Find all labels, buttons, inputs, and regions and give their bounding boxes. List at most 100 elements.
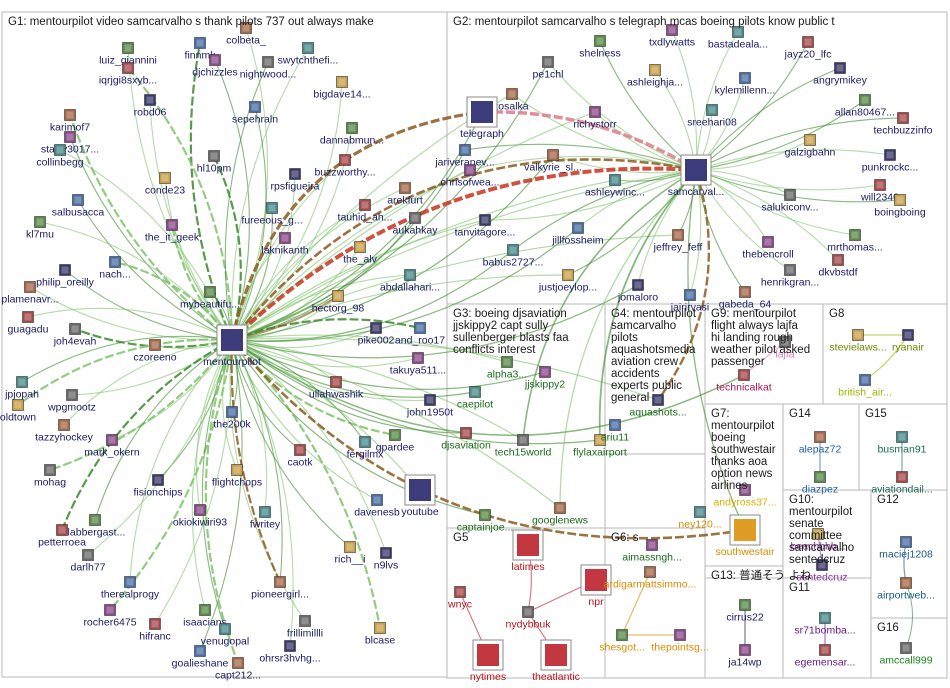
node-henrikgran[interactable]: henrikgran... — [761, 264, 819, 289]
node-djsaviation[interactable]: djsaviation — [441, 427, 491, 452]
node-swytchthefi[interactable]: swytchthefi... — [278, 42, 339, 67]
node-capt212[interactable]: capt212... — [215, 657, 261, 682]
node-sepehraln[interactable]: sepehraln — [232, 101, 278, 126]
node-starry3017[interactable]: starry3017... — [41, 131, 99, 156]
node-fwritey[interactable]: fwritey — [250, 506, 281, 531]
node-flylaxairport[interactable]: flylaxairport — [573, 434, 627, 459]
node-aukahkay[interactable]: aukahkay — [393, 212, 439, 237]
node-diazpez[interactable]: diazpez — [802, 471, 838, 496]
node-laknikanth[interactable]: laknikanth — [261, 232, 309, 257]
node-nach[interactable]: nach... — [99, 256, 131, 281]
node-jomaloro[interactable]: jomaloro — [617, 279, 658, 304]
node-rich_i[interactable]: rich__i — [335, 541, 366, 566]
node-telegraph[interactable]: telegraph — [460, 96, 504, 140]
node-arekfurt[interactable]: arekfurt — [387, 182, 423, 207]
node-therealprogy[interactable]: therealprogy — [101, 576, 160, 601]
node-sr71bomba[interactable]: sr71bomba... — [794, 612, 856, 637]
node-mybeautifu[interactable]: mybeautifu... — [180, 286, 240, 311]
node-the_it_geek[interactable]: the_it_geek — [145, 219, 200, 244]
node-amccall999[interactable]: amccall999 — [879, 642, 933, 667]
node-mohag[interactable]: mohag — [34, 464, 66, 489]
node-thepointsg[interactable]: thepointsg... — [651, 629, 709, 654]
node-npr[interactable]: npr — [580, 564, 612, 608]
node-richystorr[interactable]: richystorr — [573, 106, 617, 131]
node-hl10pm[interactable]: hl10pm — [197, 150, 232, 175]
node-the200k[interactable]: the200k — [213, 406, 251, 431]
node-ashleighja[interactable]: ashleighja... — [627, 64, 683, 89]
node-valkyrie_sl[interactable]: valkyrie_sl... — [524, 149, 582, 174]
node-hifranc[interactable]: hifranc — [139, 618, 171, 643]
node-conde23[interactable]: conde23 — [145, 172, 185, 197]
node-gabeda_64[interactable]: gabeda_64 — [719, 286, 772, 311]
node-nightwood[interactable]: nightwood... — [240, 56, 297, 81]
node-airportweb[interactable]: airportweb... — [877, 577, 935, 602]
node-okiokiwiri93[interactable]: okiokiwiri93 — [173, 504, 227, 529]
node-cirrus22[interactable]: cirrus22 — [726, 599, 764, 624]
node-buzzworthy[interactable]: buzzworthy... — [314, 154, 376, 179]
node-frillimilli[interactable]: frillimillli — [287, 615, 323, 640]
node-darlh77[interactable]: darlh77 — [70, 549, 106, 574]
node-maciej1208[interactable]: maciej1208 — [879, 536, 933, 561]
node-kl7mu[interactable]: kl7mu — [26, 216, 54, 241]
node-tazzyhockey[interactable]: tazzyhockey — [35, 419, 94, 444]
node-kylemillenn[interactable]: kylemillenn... — [715, 72, 776, 97]
node-guagadu[interactable]: guagadu — [8, 311, 49, 336]
node-bigdave14[interactable]: bigdave14... — [313, 76, 371, 101]
node-british_air[interactable]: british_air... — [838, 374, 892, 399]
node-joh4evah[interactable]: joh4evah — [53, 323, 97, 348]
node-caotk[interactable]: caotk — [287, 444, 313, 469]
node-justjoeylop[interactable]: justjoeylop... — [538, 269, 597, 294]
node-davenesb[interactable]: davenesb — [354, 494, 400, 519]
node-n9lvs[interactable]: n9lvs — [374, 547, 399, 572]
node-ney120[interactable]: ney120... — [678, 506, 722, 531]
node-mark_okern[interactable]: mark_okern — [84, 434, 140, 459]
node-blcase[interactable]: blcase — [365, 622, 396, 647]
node-punkrockc[interactable]: punkrockc... — [862, 149, 919, 174]
node-goalieshane[interactable]: goalieshane — [172, 645, 229, 670]
node-thebencroll[interactable]: thebencroll — [742, 236, 794, 261]
node-nytimes[interactable]: nytimes — [470, 639, 506, 683]
node-ohrsr3hvhg[interactable]: ohrsr3hvhg... — [259, 640, 321, 665]
node-ardigarmatt[interactable]: ardigarmattsimmo... — [604, 566, 697, 591]
node-mrthomas[interactable]: mrthomas... — [827, 229, 883, 254]
node-latimes[interactable]: latimes — [511, 529, 545, 573]
node-will2340[interactable]: will2340 — [860, 179, 899, 204]
node-isaacians[interactable]: isaacians — [183, 604, 227, 629]
node-gpardee[interactable]: gpardee — [376, 429, 415, 454]
node-samcarval[interactable]: samcarval... — [668, 154, 725, 198]
node-shelness[interactable]: shelness — [579, 35, 621, 60]
node-stevielaws[interactable]: stevielaws... — [829, 329, 887, 354]
node-plamenavr[interactable]: plamenavr... — [1, 281, 59, 306]
node-pioneergirl[interactable]: pioneergirl... — [251, 576, 309, 601]
node-googlenews[interactable]: googlenews — [532, 502, 588, 527]
node-shesgot[interactable]: shesgot... — [599, 629, 645, 654]
node-pe1chl[interactable]: pe1chl — [533, 56, 564, 81]
node-jpjopah[interactable]: jpjopah — [4, 376, 39, 401]
node-ryanair[interactable]: ryanair — [892, 329, 925, 354]
node-luiz_giannini[interactable]: luiz_giannini — [99, 42, 157, 67]
node-karimof7[interactable]: karimof7 — [50, 109, 90, 134]
node-egemensar[interactable]: egemensar... — [795, 644, 856, 669]
node-jariveranev[interactable]: jariveranev... — [434, 144, 495, 169]
node-rocher6475[interactable]: rocher6475 — [83, 604, 137, 629]
node-flabbergast[interactable]: flabbergast... — [65, 514, 126, 539]
node-jayz20_lfc[interactable]: jayz20_lfc — [784, 36, 832, 61]
node-dkvbstdf[interactable]: dkvbstdf — [818, 254, 858, 279]
node-hectorg_98[interactable]: hectorg_98 — [312, 290, 365, 315]
node-youtube[interactable]: youtube — [401, 474, 439, 518]
node-iqrjgi8sxyb[interactable]: iqrjgi8sxyb... — [99, 62, 157, 87]
node-abdallahari[interactable]: abdallahari... — [380, 269, 440, 294]
node-dannabmun[interactable]: dannabmun... — [320, 122, 384, 147]
node-djchizzles[interactable]: djchizzles — [192, 54, 238, 79]
node-mentourpilot[interactable]: mentourpilot — [203, 324, 261, 368]
node-busman91[interactable]: busman91 — [877, 431, 927, 456]
node-galzigbahn[interactable]: galzigbahn — [785, 134, 836, 159]
node-fergilmx[interactable]: fergilmx — [347, 436, 385, 461]
node-fision[interactable]: fisionchips — [133, 474, 183, 499]
node-aimassngh[interactable]: aimassngh... — [622, 539, 682, 564]
node-tauhid_ah[interactable]: tauhid_ah... — [338, 199, 393, 224]
node-aquashots[interactable]: aquashots... — [629, 394, 687, 419]
node-allan80467[interactable]: allan80467... — [835, 94, 895, 119]
node-petterroea[interactable]: petterroea — [38, 524, 86, 549]
node-boingboing[interactable]: boingboing — [874, 194, 926, 219]
